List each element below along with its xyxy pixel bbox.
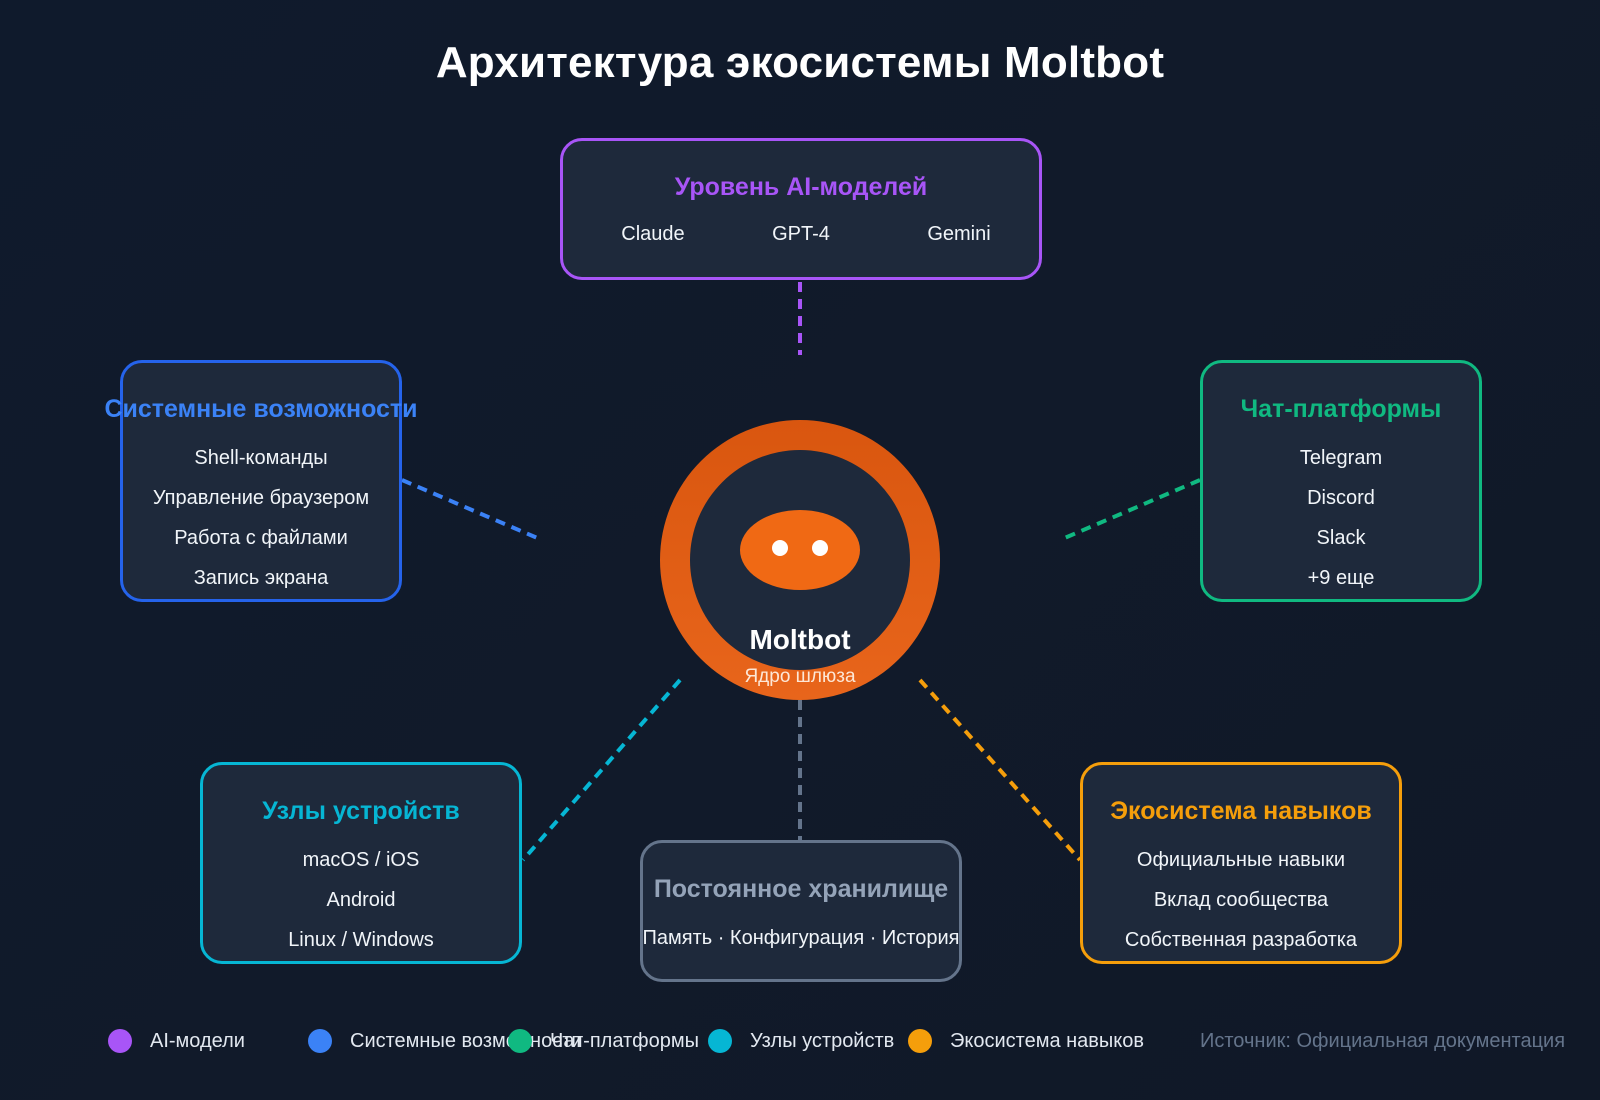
legend-dot	[108, 1029, 132, 1053]
connector-skills	[918, 678, 1082, 862]
system-item: Управление браузером	[152, 487, 370, 509]
legend-dot	[708, 1029, 732, 1053]
legend-label: Чат-платформы	[550, 1030, 700, 1052]
device-nodes-title: Узлы устройств	[262, 797, 460, 825]
model-claude: Claude	[621, 223, 685, 245]
system-item: Работа с файлами	[174, 527, 348, 549]
legend-label: Системные возможности	[350, 1030, 583, 1052]
storage-item: Память · Конфигурация · История	[642, 927, 960, 949]
ai-models-box: Уровень AI-моделей Claude GPT-4 Gemini	[560, 138, 1042, 280]
source-note: Источник: Официальная документация	[1200, 1030, 1566, 1052]
legend-dot	[508, 1029, 532, 1053]
chat-platforms-title: Чат-платформы	[1240, 395, 1442, 423]
mascot-eye-left	[772, 540, 788, 556]
legend-label: AI-модели	[150, 1030, 245, 1052]
legend-label: Узлы устройств	[750, 1030, 895, 1052]
chat-platforms-box: Чат-платформы Telegram Discord Slack +9 …	[1200, 360, 1482, 602]
device-item: Android	[326, 889, 396, 911]
skills-item: Собственная разработка	[1124, 929, 1358, 951]
diagram-title: Архитектура экосистемы Moltbot	[435, 38, 1165, 87]
storage-box: Постоянное хранилище Память · Конфигурац…	[640, 840, 962, 982]
device-item: macOS / iOS	[302, 849, 420, 871]
device-item: Linux / Windows	[288, 929, 434, 951]
skills-item: Вклад сообщества	[1153, 889, 1329, 911]
ai-models-title: Уровень AI-моделей	[674, 173, 928, 201]
connector-chat	[1059, 478, 1201, 542]
device-nodes-box: Узлы устройств macOS / iOS Android Linux…	[200, 762, 522, 964]
chat-item: Telegram	[1299, 447, 1383, 469]
skills-title: Экосистема навыков	[1110, 797, 1372, 825]
skills-box: Экосистема навыков Официальные навыки Вк…	[1080, 762, 1402, 964]
core-name: Moltbot	[749, 624, 851, 655]
chat-item: Slack	[1316, 527, 1366, 549]
system-capabilities-box: Системные возможности Shell-команды Упра…	[104, 360, 418, 602]
system-capabilities-title: Системные возможности	[104, 395, 418, 423]
mascot-eye-right	[812, 540, 828, 556]
legend-label: Экосистема навыков	[950, 1030, 1145, 1052]
system-item: Запись экрана	[193, 567, 329, 589]
skills-item: Официальные навыки	[1136, 849, 1346, 871]
chat-item: +9 еще	[1307, 567, 1375, 589]
storage-title: Постоянное хранилище	[653, 875, 949, 903]
model-gpt4: GPT-4	[772, 223, 830, 245]
legend-dot	[908, 1029, 932, 1053]
system-item: Shell-команды	[194, 447, 328, 469]
legend-dot	[308, 1029, 332, 1053]
moltbot-mascot-icon	[740, 510, 860, 590]
model-gemini: Gemini	[927, 223, 991, 245]
chat-item: Discord	[1307, 487, 1375, 509]
connector-system	[401, 478, 543, 542]
core-subtitle: Ядро шлюза	[744, 666, 856, 687]
connector-devices	[521, 678, 682, 862]
